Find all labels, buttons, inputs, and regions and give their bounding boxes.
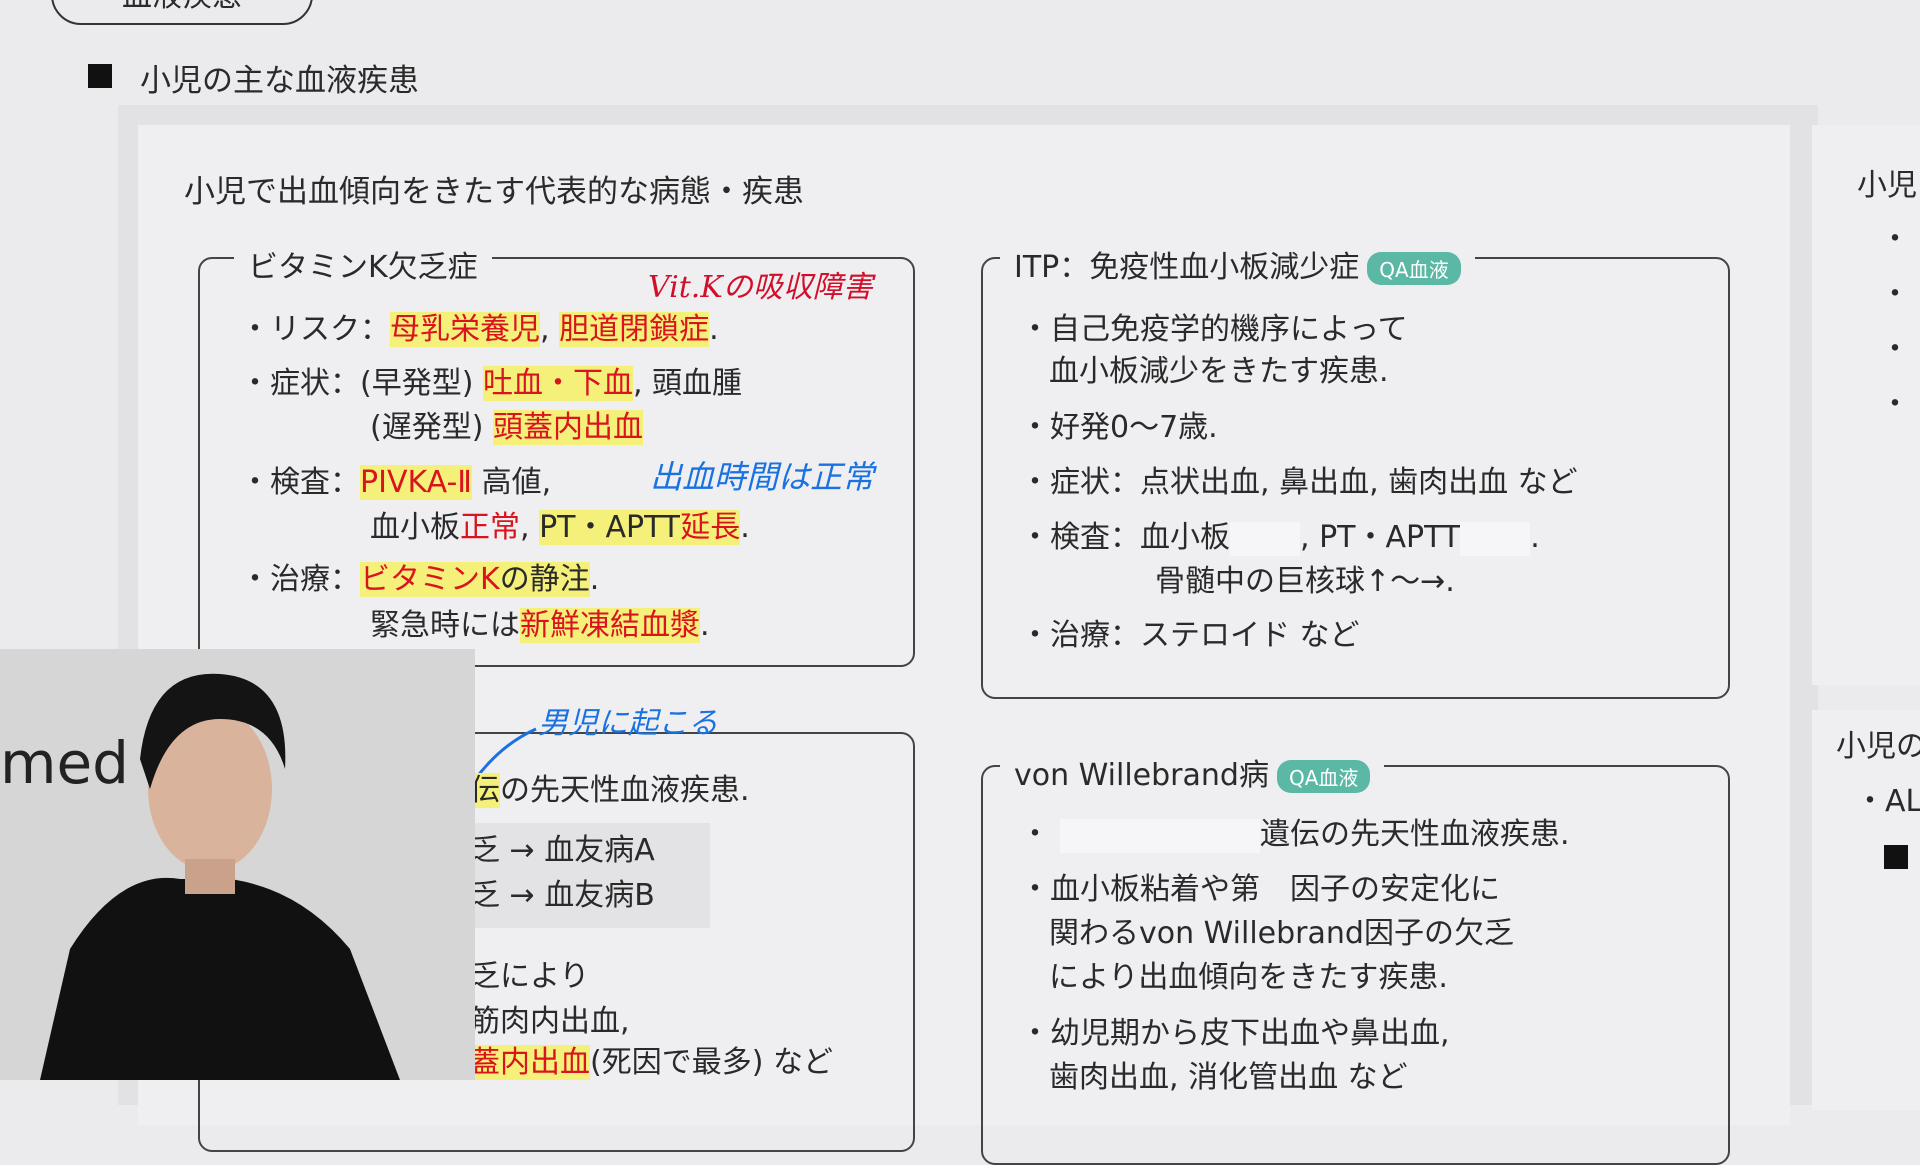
square-bullet-icon — [88, 64, 112, 88]
hemo-line: 蓋内出血(死因で最多) など — [470, 1045, 833, 1080]
vitk-treatment: ・治療：ビタミンKの静注. — [240, 562, 600, 597]
itp-line: 血小板減少をきたす疾患. — [1049, 354, 1389, 389]
right-bullet: ・ — [1880, 332, 1910, 367]
right-bullet: ・ — [1880, 222, 1910, 257]
vitk-title: ビタミンK欠乏症 — [234, 242, 492, 286]
hemo-line: 乏 → 血友病A — [470, 833, 655, 868]
vitk-exam: ・検査：PIVKA-Ⅱ 高値, — [240, 465, 552, 500]
vwd-line: ・遺伝の先天性血液疾患. — [1020, 817, 1570, 853]
hemophilia-type-box — [475, 823, 710, 928]
presenter-image — [40, 673, 400, 1080]
page-heading: 小児の主な血液疾患 — [140, 63, 419, 99]
itp-line: ・好発0〜7歳. — [1020, 410, 1218, 445]
annotation-red: Vit.Kの吸収障害 — [648, 270, 873, 305]
itp-exam: ・検査：血小板, PT・APTT. — [1020, 520, 1540, 556]
right-bullet: ・ — [1880, 277, 1910, 312]
vitk-symptom: ・症状：(早発型) 吐血・下血, 頭血腫 — [240, 366, 743, 401]
webcam-overlay: med — [0, 649, 475, 1080]
qa-badge[interactable]: QA血液 — [1276, 760, 1371, 793]
annotation-blue-2: 男児に起こる — [538, 706, 718, 741]
vitk-risk: ・リスク：母乳栄養児, 胆道閉鎖症. — [240, 312, 719, 347]
square-bullet-icon — [1884, 845, 1908, 869]
right-bullet: ・AL — [1855, 784, 1920, 819]
vitk-symptom-late: (遅発型) 頭蓋内出血 — [370, 410, 643, 445]
itp-line: ・自己免疫学的機序によって — [1020, 312, 1408, 347]
itp-line: ・症状：点状出血, 鼻出血, 歯肉出血 など — [1020, 465, 1578, 500]
hidden-answer[interactable] — [1060, 818, 1260, 853]
right-title: 小児 — [1857, 168, 1917, 203]
section-pill-label: 血液疾患 — [122, 0, 242, 14]
right-panel-2 — [1812, 710, 1920, 1110]
vwd-line: ・血小板粘着や第 因子の安定化に — [1020, 872, 1500, 907]
itp-line: 骨髄中の巨核球↑〜→. — [1155, 564, 1455, 599]
hidden-answer[interactable] — [1230, 521, 1300, 556]
qa-badge[interactable]: QA血液 — [1367, 252, 1461, 285]
vitk-treatment-2: 緊急時には新鮮凍結血漿. — [370, 608, 710, 643]
subtitle: 小児で出血傾向をきたす代表的な病態・疾患 — [184, 174, 804, 210]
webcam-logo-text: med — [0, 729, 129, 797]
itp-line: ・治療：ステロイド など — [1020, 618, 1360, 653]
hemo-line: 筋肉内出血, — [470, 1004, 630, 1039]
hemo-line: 伝の先天性血液疾患. — [470, 773, 750, 808]
vwd-line: ・幼児期から皮下出血や鼻出血, — [1020, 1016, 1450, 1051]
vitk-box — [198, 257, 915, 667]
annotation-blue: 出血時間は正常 — [650, 458, 875, 496]
vitk-exam-2: 血小板正常, PT・APTT延長. — [370, 510, 750, 545]
hidden-answer[interactable] — [1460, 521, 1531, 556]
vwd-line: により出血傾向をきたす疾患. — [1049, 960, 1448, 995]
vwd-line: 関わるvon Willebrand因子の欠乏 — [1049, 916, 1514, 951]
vwd-line: 歯肉出血, 消化管出血 など — [1049, 1060, 1408, 1095]
right-title-2: 小児の — [1836, 729, 1920, 764]
section-pill: 血液疾患 — [51, 0, 313, 25]
hemo-line: 乏により — [470, 959, 590, 994]
right-bullet: ・ — [1880, 387, 1910, 422]
right-panel — [1812, 125, 1920, 685]
hemo-line: 乏 → 血友病B — [470, 878, 655, 913]
